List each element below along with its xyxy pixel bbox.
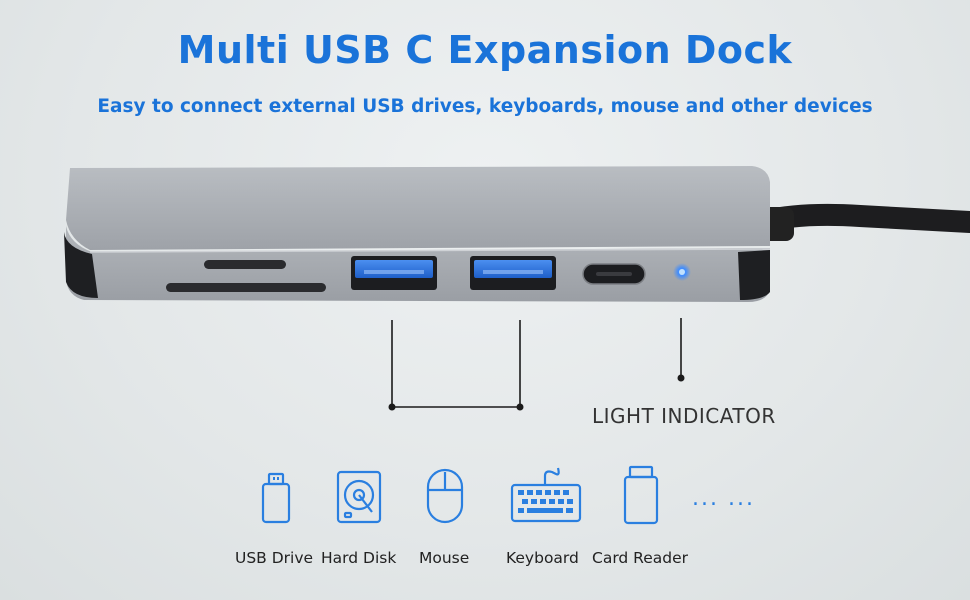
- device-label-usb-drive: USB Drive: [235, 549, 314, 567]
- micro-sd-slot: [204, 260, 286, 269]
- sd-card-slot: [166, 283, 326, 292]
- card-reader-icon: [623, 465, 659, 525]
- device-label-mouse: Mouse: [419, 549, 470, 567]
- led-indicator: [679, 269, 685, 275]
- more-devices-ellipsis: ... ...: [692, 486, 755, 511]
- page-title: Multi USB C Expansion Dock: [177, 28, 793, 72]
- hub-right-end-cap: [738, 250, 770, 300]
- device-label-card-reader: Card Reader: [592, 549, 689, 567]
- hub-edge-highlight: [89, 248, 771, 253]
- light-indicator-label: LIGHT INDICATOR: [592, 404, 776, 428]
- device-label-hard-disk: Hard Disk: [321, 549, 397, 567]
- mouse-icon: [426, 468, 464, 524]
- usb-drive-icon: [261, 472, 291, 524]
- hub-left-end-cap: [64, 232, 98, 298]
- usb-a-port-1: [351, 256, 437, 290]
- hub-top-face: [66, 166, 770, 250]
- usb-ports-bracket: [391, 320, 521, 408]
- keyboard-keys: [518, 490, 573, 513]
- keyboard-icon: [510, 467, 582, 523]
- device-label-keyboard: Keyboard: [506, 549, 579, 567]
- page-subtitle: Easy to connect external USB drives, key…: [97, 96, 873, 117]
- hard-disk-icon: [336, 470, 382, 524]
- usb-a-port-2: [470, 256, 556, 290]
